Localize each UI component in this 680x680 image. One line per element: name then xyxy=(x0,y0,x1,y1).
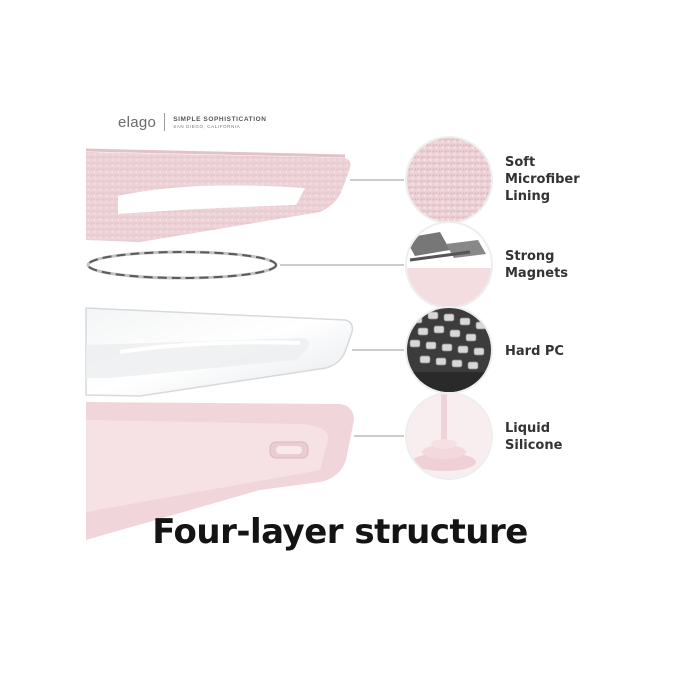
label-line: Silicone xyxy=(505,438,563,453)
label-line: Soft xyxy=(505,155,536,170)
label-line: Hard PC xyxy=(505,344,564,359)
label-line: Liquid xyxy=(505,421,551,436)
magnet-ring-layer xyxy=(86,250,278,280)
magnet-ring-icon xyxy=(405,221,493,309)
brand-logo: elago xyxy=(118,113,157,131)
brand-location: SAN DIEGO, CALIFORNIA xyxy=(173,123,241,129)
label-line: Lining xyxy=(505,189,551,204)
hard-pc-layer xyxy=(85,307,354,397)
label-hard-pc: Hard PC xyxy=(505,343,564,360)
headline: Four-layer structure xyxy=(152,512,528,552)
microfiber-texture-icon xyxy=(405,136,493,224)
brand-divider xyxy=(164,113,166,131)
brand-tagline: SIMPLE SOPHISTICATION xyxy=(173,115,267,123)
label-line: Strong xyxy=(505,249,555,264)
label-strong-magnets: Strong Magnets xyxy=(505,248,568,282)
pc-pellets-icon xyxy=(405,306,493,394)
liquid-silicone-icon xyxy=(405,392,493,480)
label-microfiber-lining: Soft Microfiber Lining xyxy=(505,154,580,205)
liquid-silicone-layer xyxy=(86,402,354,540)
brand-header: elago SIMPLE SOPHISTICATION SAN DIEGO, C… xyxy=(118,112,267,132)
microfiber-lining-layer xyxy=(85,148,351,242)
label-liquid-silicone: Liquid Silicone xyxy=(505,420,562,454)
label-line: Microfiber xyxy=(505,172,580,187)
label-line: Magnets xyxy=(505,266,569,281)
brand-tag: SIMPLE SOPHISTICATION SAN DIEGO, CALIFOR… xyxy=(173,116,266,129)
